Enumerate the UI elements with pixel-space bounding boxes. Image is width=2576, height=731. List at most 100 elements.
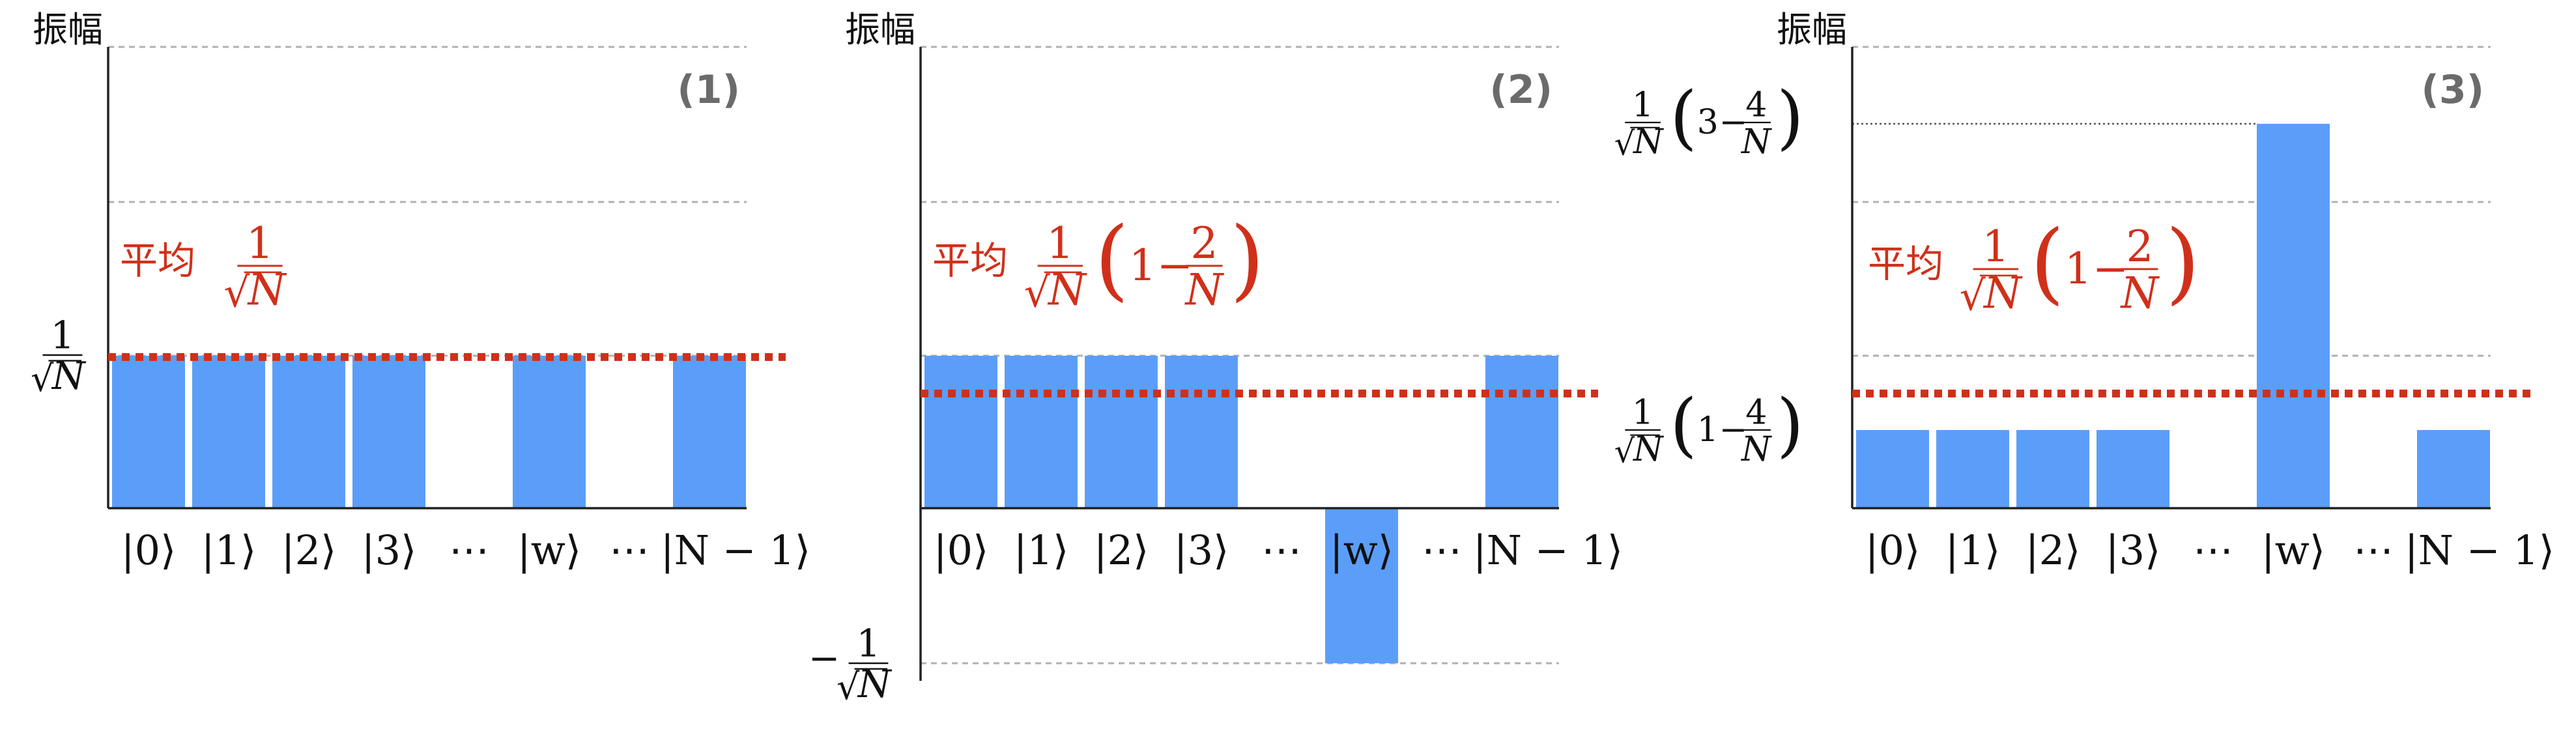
fraction: 1√N — [1614, 394, 1664, 470]
fraction-numerator: 1 — [1046, 218, 1074, 268]
x-tick-label-3: |3⟩ — [362, 526, 417, 574]
y-axis-title: 振幅 — [845, 9, 915, 50]
sqrt-sign: √ — [837, 666, 860, 708]
sqrt-sign: √ — [1614, 124, 1635, 162]
average-word: 平均 — [120, 238, 195, 283]
fraction-numerator: 1 — [857, 622, 881, 666]
bar-3 — [2097, 430, 2169, 508]
x-tick-label-2: |2⟩ — [2025, 526, 2081, 574]
fraction-denominator: N — [247, 265, 287, 315]
bar-2 — [272, 356, 345, 508]
x-tick-label-5: |w⟩ — [517, 526, 581, 574]
fraction-denominator: N — [1632, 122, 1664, 162]
fraction: 2N — [1184, 218, 1225, 315]
y-tick-label-0: 1√N — [31, 313, 87, 400]
sqrt-sign: √ — [1960, 272, 1986, 320]
x-tick-label-7: |N − 1⟩ — [1473, 526, 1623, 574]
fraction-numerator: 1 — [1982, 222, 2009, 272]
bar-0 — [112, 356, 185, 508]
fraction-numerator: 1 — [1632, 86, 1653, 125]
fraction: 1√N — [1960, 222, 2023, 320]
average-word: 平均 — [932, 238, 1008, 283]
x-tick-label-4: ⋯ — [449, 526, 489, 574]
x-tick-label-1: |1⟩ — [201, 526, 257, 574]
right-paren: ) — [1777, 385, 1804, 466]
fraction: 1√N — [1614, 86, 1664, 163]
fraction-denominator: N — [51, 354, 87, 398]
fraction-denominator: N — [1740, 122, 1772, 162]
fraction: 2N — [2120, 222, 2160, 318]
fraction-numerator: 2 — [1190, 218, 1218, 268]
fraction-denominator: N — [1047, 265, 1087, 315]
fraction-denominator: N — [1740, 430, 1772, 469]
bar-2 — [2016, 430, 2089, 508]
x-tick-label-4: ⋯ — [1261, 526, 1302, 574]
bar-5 — [2257, 124, 2330, 508]
expr-constant: 3 — [1697, 103, 1719, 142]
bar-2 — [1085, 356, 1158, 508]
fraction: 4N — [1740, 394, 1772, 469]
expr-constant: 1 — [2065, 244, 2092, 294]
y-tick-label-0: 1√N(3−4N) — [1614, 78, 1804, 163]
bar-1 — [192, 356, 265, 508]
fraction-numerator: 1 — [51, 313, 75, 358]
fraction-denominator: N — [2120, 268, 2160, 318]
x-tick-label-4: ⋯ — [2193, 526, 2233, 574]
fraction: 1√N — [223, 218, 287, 317]
x-tick-label-5: |w⟩ — [2261, 526, 2325, 574]
sqrt-sign: √ — [223, 269, 250, 317]
y-axis-title: 振幅 — [33, 9, 103, 50]
y-axis-title: 振幅 — [1777, 9, 1847, 50]
average-expression: 1√N(1−2N) — [1024, 207, 1265, 316]
sqrt-sign: √ — [1024, 269, 1050, 317]
x-tick-label-6: ⋯ — [2353, 526, 2394, 574]
fraction-denominator: N — [1982, 268, 2023, 318]
bar-1 — [1936, 430, 2009, 508]
bar-0 — [924, 356, 997, 508]
left-paren: ( — [2030, 210, 2065, 313]
bar-0 — [1856, 430, 1929, 508]
fraction-denominator: N — [1632, 430, 1664, 469]
average-word: 平均 — [1868, 242, 1943, 286]
fraction: 4N — [1740, 86, 1772, 162]
x-tick-label-6: ⋯ — [609, 526, 650, 574]
x-tick-label-3: |3⟩ — [2106, 526, 2161, 574]
x-tick-label-2: |2⟩ — [281, 526, 337, 574]
bar-7 — [673, 356, 746, 508]
expr-constant: 1 — [1697, 410, 1719, 450]
fraction-numerator: 4 — [1745, 394, 1767, 433]
average-annotation: 平均 1√N(1−2N) — [1868, 210, 2200, 319]
fraction-numerator: 1 — [1632, 394, 1653, 433]
x-tick-label-6: ⋯ — [1422, 526, 1462, 574]
y-tick-label-1: 1√N(1−4N) — [1614, 385, 1804, 470]
y-tick-label-0: −1√N — [809, 622, 893, 708]
x-tick-label-0: |0⟩ — [121, 526, 177, 574]
left-paren: ( — [1095, 207, 1129, 310]
x-tick-label-0: |0⟩ — [934, 526, 989, 574]
bar-7 — [2417, 430, 2490, 508]
average-annotation: 平均 1√N — [120, 218, 287, 317]
bar-3 — [352, 356, 425, 508]
negative-sign: − — [809, 636, 840, 680]
fraction-numerator: 2 — [2126, 222, 2153, 272]
bar-5 — [1325, 508, 1398, 663]
fraction-denominator: N — [857, 662, 893, 706]
left-paren: ( — [1670, 78, 1697, 158]
bar-7 — [1485, 356, 1558, 508]
x-tick-label-5: |w⟩ — [1330, 526, 1394, 574]
average-expression: 1√N(1−2N) — [1960, 210, 2200, 319]
x-tick-label-1: |1⟩ — [1945, 526, 2001, 574]
panel-label: (3) — [2421, 67, 2484, 113]
fraction: 1√N — [837, 622, 893, 708]
right-paren: ) — [1230, 207, 1265, 310]
panel-label: (1) — [677, 67, 740, 113]
x-tick-label-0: |0⟩ — [1865, 526, 1921, 574]
bar-1 — [1005, 356, 1078, 508]
right-paren: ) — [2166, 210, 2200, 313]
expr-constant: 1 — [1129, 240, 1156, 291]
x-tick-label-7: |N − 1⟩ — [661, 526, 810, 574]
